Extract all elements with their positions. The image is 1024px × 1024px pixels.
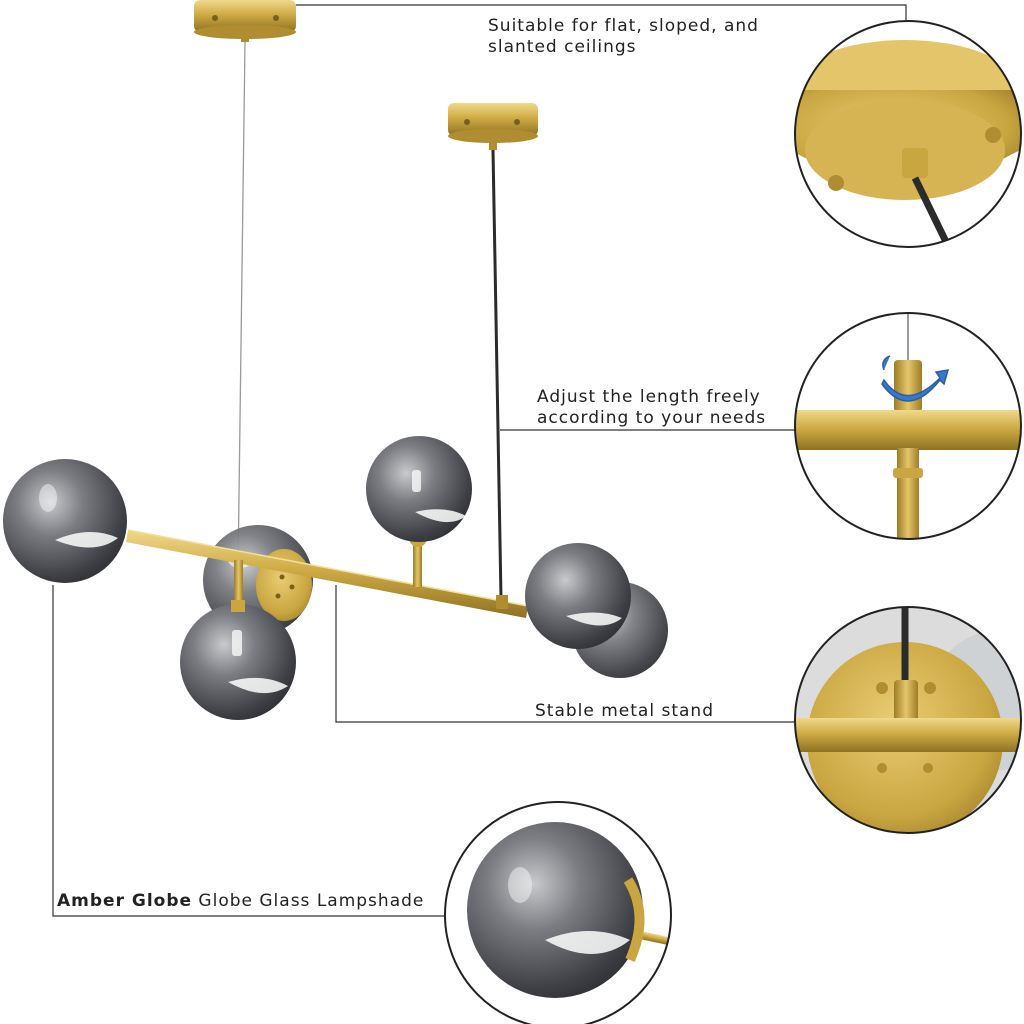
suspension-wire (237, 41, 246, 573)
canopy-left (194, 0, 296, 42)
stem-top (413, 535, 422, 587)
detail-length-adjust (794, 312, 1022, 540)
stem-down (234, 560, 243, 616)
callout-lampshade-bold: Amber Globe (57, 891, 193, 911)
globe-bottom (180, 600, 296, 720)
callout-lampshade-rest: Globe Glass Lampshade (192, 891, 425, 911)
callout-ceiling-line2: slanted ceilings (488, 37, 637, 57)
rotate-arrow-icon (881, 355, 950, 402)
metal-bar (126, 529, 529, 618)
callout-stand-text: Stable metal stand (535, 701, 714, 722)
callout-length-line2: according to your needs (537, 408, 767, 428)
callout-ceiling-line1: Suitable for flat, sloped, and (488, 16, 759, 36)
callout-stand-label: Stable metal stand (535, 701, 714, 721)
globe-right (525, 543, 631, 649)
detail-canopy (794, 20, 1022, 248)
suspension-rod (491, 149, 503, 599)
detail-metal-stand (794, 606, 1022, 834)
detail-lampshade (444, 801, 672, 1024)
callout-lines (52, 4, 907, 917)
callout-ceiling-text: Suitable for flat, sloped, and slanted c… (488, 16, 759, 58)
canopy-right (448, 103, 538, 150)
globe-top (366, 436, 472, 542)
globe-left (3, 459, 127, 583)
callout-lampshade-text: Amber Globe Globe Glass Lampshade (57, 891, 424, 912)
callout-length-line1: Adjust the length freely (537, 387, 761, 407)
callout-length-text: Adjust the length freely according to yo… (537, 387, 766, 429)
